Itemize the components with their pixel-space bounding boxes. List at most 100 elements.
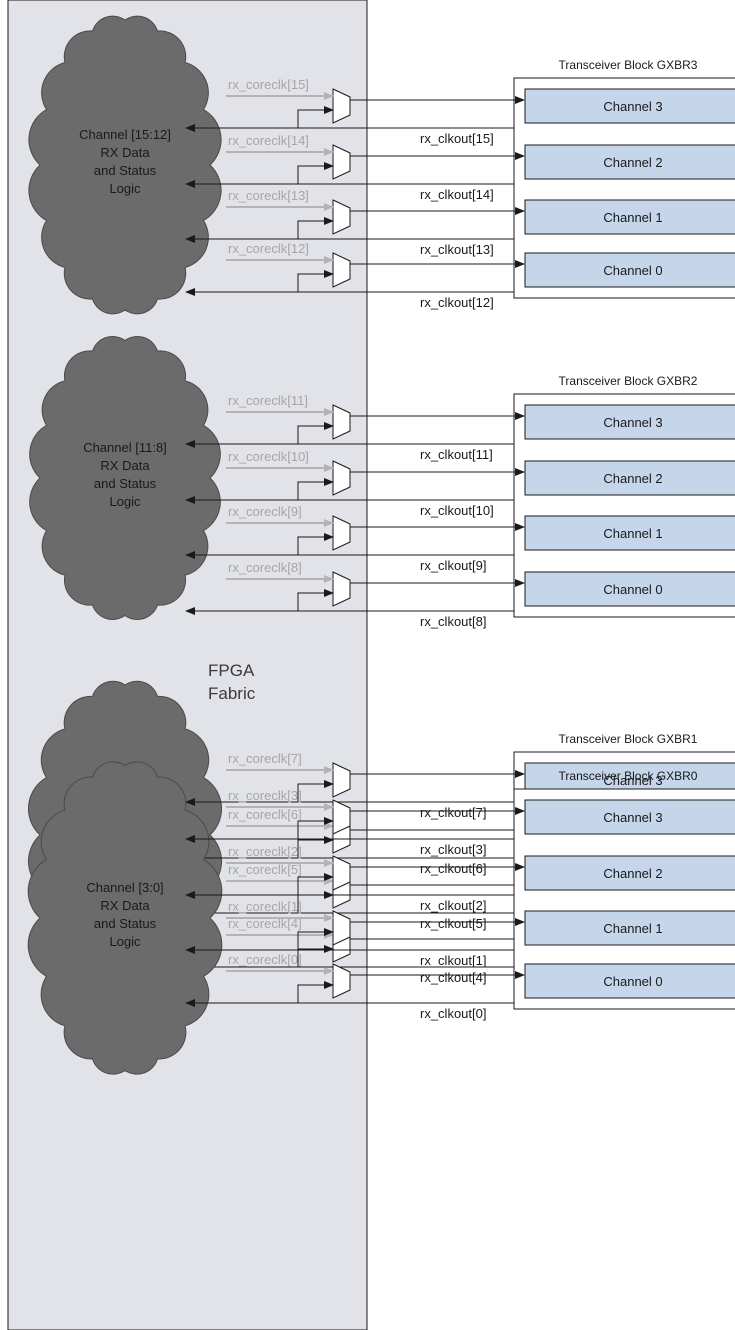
channel-box	[524, 460, 735, 496]
rx-clkout-label: rx_clkout[12]	[420, 295, 494, 310]
channel-label: Channel 1	[603, 210, 662, 225]
rx-clkout-label: rx_clkout[8]	[420, 614, 486, 629]
rx-logic-cloud	[28, 15, 222, 315]
channel-label: Channel 2	[603, 471, 662, 486]
rx-logic-cloud-label: RX Data	[100, 898, 150, 913]
rx-coreclk-label: rx_coreclk[15]	[228, 77, 309, 92]
rx-coreclk-label: rx_coreclk[3]	[228, 788, 302, 803]
rx-clkout-label: rx_clkout[1]	[420, 953, 486, 968]
rx-clkout-label: rx_clkout[5]	[420, 916, 486, 931]
channel-box	[524, 252, 735, 288]
rx-coreclk-label: rx_coreclk[8]	[228, 560, 302, 575]
rx-coreclk-label: rx_coreclk[13]	[228, 188, 309, 203]
clock-feedback-line	[297, 873, 334, 895]
channel-box	[524, 571, 735, 607]
channel-label: Channel 1	[603, 921, 662, 936]
rx-clkout-label: rx_clkout[4]	[420, 970, 486, 985]
channel-box	[524, 404, 735, 440]
channel-row: Channel 0 rx_coreclk[0] rx_clkout[0]	[185, 952, 735, 1021]
rx-logic-cloud-label: and Status	[94, 476, 157, 491]
rx-coreclk-label: rx_coreclk[1]	[228, 899, 302, 914]
rx-clkout-line	[185, 932, 515, 954]
channel-label: Channel 3	[603, 99, 662, 114]
rx-logic-cloud-label: Logic	[109, 494, 141, 509]
clock-feedback-line	[297, 589, 334, 611]
channel-label: Channel 3	[603, 415, 662, 430]
channel-label: Channel 0	[603, 974, 662, 989]
rx-clkout-label: rx_clkout[10]	[420, 503, 494, 518]
channel-row: Channel 3 rx_coreclk[11] rx_clkout[11]	[185, 393, 735, 462]
channel-row: Channel 3 rx_coreclk[15] rx_clkout[15]	[185, 77, 735, 146]
channel-box	[524, 855, 735, 891]
rx-clkout-line	[185, 166, 515, 188]
channel-box	[524, 799, 735, 835]
channel-box	[524, 963, 735, 999]
transceiver-block-title: Transceiver Block GXBR2	[559, 374, 698, 388]
rx-logic-cloud-label: RX Data	[100, 458, 150, 473]
rx-clkout-line	[185, 274, 515, 296]
clock-feedback-line	[297, 817, 334, 839]
channel-row: Channel 0rx_coreclk[12]rx_clkout[12]	[185, 241, 735, 310]
channel-box	[524, 515, 735, 551]
rx-clkout-line	[185, 110, 515, 132]
clock-feedback-line	[297, 217, 334, 239]
rx-logic-cloud-label: Logic	[109, 934, 141, 949]
rx-coreclk-label: rx_coreclk[11]	[228, 393, 308, 408]
rx-coreclk-label: rx_coreclk[0]	[228, 952, 302, 967]
rx-clkout-label: rx_clkout[3]	[420, 842, 486, 857]
channel-row: Channel 1rx_coreclk[9]rx_clkout[9]	[185, 504, 735, 573]
channel-row: Channel 1 rx_coreclk[1] rx_clkout[1]	[185, 899, 735, 968]
clock-feedback-line	[297, 162, 334, 184]
rx-coreclk-label: rx_coreclk[5]	[228, 862, 302, 877]
rx-clkout-line	[185, 985, 515, 1007]
channel-row: Channel 2 rx_coreclk[10] rx_clkout[10]	[185, 449, 735, 518]
rx-coreclk-label: rx_coreclk[6]	[228, 807, 302, 822]
channel-box	[524, 910, 735, 946]
rx-clkout-line	[185, 537, 515, 559]
rx-coreclk-label: rx_coreclk[14]	[228, 133, 309, 148]
fabric-label-line1: FPGA	[208, 661, 255, 680]
clock-feedback-line	[297, 981, 334, 1003]
rx-clkout-label: rx_clkout[2]	[420, 898, 486, 913]
rx-logic-cloud-label: and Status	[94, 916, 157, 931]
rx-coreclk-label: rx_coreclk[7]	[228, 751, 302, 766]
rx-coreclk-label: rx_coreclk[4]	[228, 916, 302, 931]
rx-clkout-label: rx_clkout[13]	[420, 242, 494, 257]
rx-clkout-label: rx_clkout[0]	[420, 1006, 486, 1021]
rx-logic-cloud-label: Channel [15:12]	[79, 127, 171, 142]
clock-feedback-line	[297, 533, 334, 555]
transceiver-block-title: Transceiver Block GXBR0	[559, 769, 698, 783]
clock-feedback-line	[297, 836, 334, 858]
rx-clkout-label: rx_clkout[15]	[420, 131, 494, 146]
clock-feedback-line	[297, 478, 334, 500]
rx-logic-cloud-label: Channel [3:0]	[86, 880, 163, 895]
clock-feedback-line	[297, 106, 334, 128]
rx-clkout-line	[185, 221, 515, 243]
channel-label: Channel 2	[603, 866, 662, 881]
rx-clkout-line	[185, 482, 515, 504]
rx-clkout-label: rx_clkout[11]	[420, 447, 493, 462]
rx-coreclk-label: rx_coreclk[10]	[228, 449, 309, 464]
rx-logic-cloud-label: and Status	[94, 163, 157, 178]
rx-logic-cloud	[27, 761, 223, 1075]
clock-feedback-line	[297, 928, 334, 950]
rx-clkout-label: rx_clkout[7]	[420, 805, 486, 820]
clock-feedback-line	[297, 780, 334, 802]
channel-row: Channel 2 rx_coreclk[14] rx_clkout[14]	[185, 133, 735, 202]
rx-clkout-line	[185, 426, 515, 448]
channel-label: Channel 3	[603, 773, 662, 788]
channel-row: Channel 2rx_coreclk[2]rx_clkout[2]	[185, 844, 735, 913]
channel-label: Channel 2	[603, 155, 662, 170]
clock-feedback-line	[297, 270, 334, 292]
rx-logic-cloud-label: Logic	[109, 181, 141, 196]
rx-clkout-label: rx_clkout[14]	[420, 187, 494, 202]
fabric-label-line2: Fabric	[208, 684, 256, 703]
channel-row: Channel 1 rx_coreclk[13] rx_clkout[13]	[185, 188, 735, 257]
transceiver-block-title: Transceiver Block GXBR3	[559, 58, 698, 72]
channel-label: Channel 0	[603, 263, 662, 278]
